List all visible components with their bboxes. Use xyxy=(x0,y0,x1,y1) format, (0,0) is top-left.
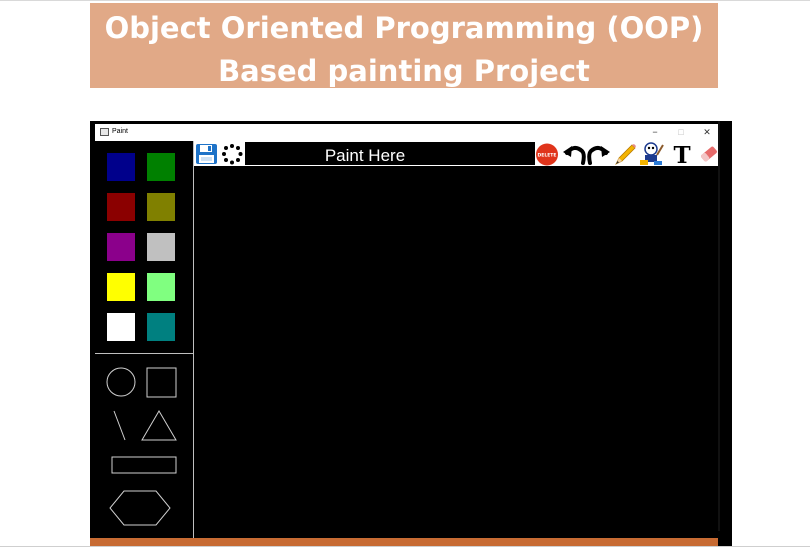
save-icon[interactable] xyxy=(195,143,218,165)
redo-icon[interactable] xyxy=(587,142,611,166)
color-swatch-dark-red[interactable] xyxy=(107,193,135,221)
label-bar xyxy=(245,142,535,165)
close-button[interactable]: ✕ xyxy=(703,127,711,137)
square-shape-tool[interactable] xyxy=(146,367,178,399)
hexagon-shape-tool[interactable] xyxy=(108,488,172,528)
panel-divider-horizontal xyxy=(95,353,193,354)
color-swatch-silver[interactable] xyxy=(147,233,175,261)
eraser-icon[interactable] xyxy=(698,143,720,165)
banner-title-line-2: Based painting Project xyxy=(218,54,590,88)
delete-icon-label: DELETE xyxy=(538,153,557,159)
window-title: Paint xyxy=(112,128,128,135)
banner-bottom-strip xyxy=(90,538,718,546)
window-right-edge xyxy=(718,121,720,531)
line-shape-tool[interactable] xyxy=(110,408,130,442)
color-swatch-dark-blue[interactable] xyxy=(107,153,135,181)
color-swatch-green[interactable] xyxy=(147,153,175,181)
banner-title-line-1: Object Oriented Programming (OOP) xyxy=(104,11,704,45)
window-titlebar: Paint − □ ✕ xyxy=(95,124,718,141)
color-swatch-purple[interactable] xyxy=(107,233,135,261)
canvas-label: Paint Here xyxy=(324,146,406,165)
text-icon-glyph: T xyxy=(673,142,690,166)
color-swatch-white[interactable] xyxy=(107,313,135,341)
color-swatch-yellow[interactable] xyxy=(107,273,135,301)
brush-icon[interactable] xyxy=(637,141,665,166)
delete-icon[interactable]: DELETE xyxy=(535,143,559,166)
top-divider xyxy=(0,0,810,1)
app-icon xyxy=(100,128,109,136)
triangle-shape-tool[interactable] xyxy=(140,408,178,442)
spray-icon[interactable] xyxy=(221,143,243,165)
title-banner: Object Oriented Programming (OOP) Based … xyxy=(90,3,718,88)
pencil-icon[interactable] xyxy=(613,142,637,166)
color-swatch-olive[interactable] xyxy=(147,193,175,221)
drawing-canvas[interactable] xyxy=(194,166,718,538)
circle-shape-tool[interactable] xyxy=(105,366,137,398)
text-icon[interactable]: T xyxy=(670,142,694,166)
undo-icon[interactable] xyxy=(562,142,586,166)
panel-divider-vertical xyxy=(193,141,194,538)
maximize-button[interactable]: □ xyxy=(678,127,684,137)
rectangle-shape-tool[interactable] xyxy=(111,455,179,475)
color-swatch-light-green[interactable] xyxy=(147,273,175,301)
minimize-button[interactable]: − xyxy=(652,127,658,137)
color-swatch-teal[interactable] xyxy=(147,313,175,341)
